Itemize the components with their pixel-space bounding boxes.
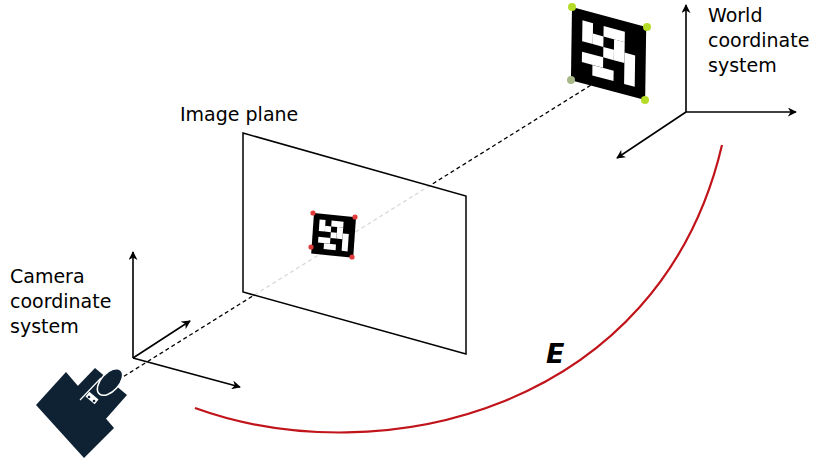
marker [571, 7, 646, 100]
marker-corners [567, 3, 651, 104]
plane-label: Image plane [180, 102, 340, 127]
extrinsic-arc [195, 145, 722, 432]
image-plane [243, 133, 466, 354]
camera [36, 364, 127, 458]
projected-corners [308, 210, 357, 259]
axis-label: World coordinate system [708, 3, 826, 78]
projected-marker [311, 213, 356, 258]
transform-symbol: E [546, 338, 586, 370]
sight-line [118, 72, 612, 380]
camera-axes [133, 252, 240, 387]
axis-label: Camera coordinate system [10, 264, 125, 339]
